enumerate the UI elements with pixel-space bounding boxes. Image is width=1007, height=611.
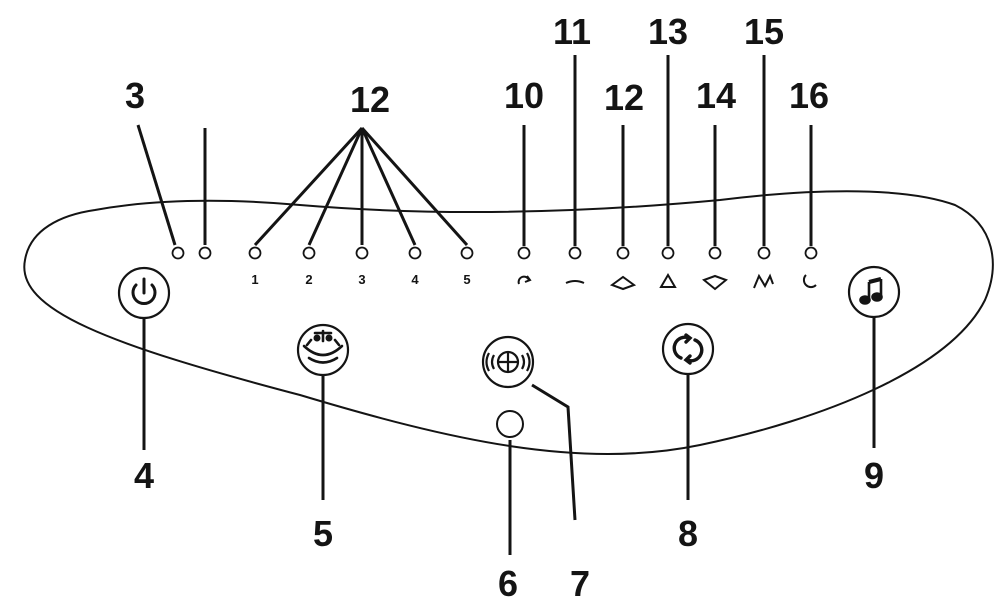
wave-peak-icon xyxy=(702,274,728,291)
callout-8: 8 xyxy=(678,513,698,554)
speed-label-1: 1 xyxy=(251,272,258,287)
music-note-icon xyxy=(859,277,883,305)
callout-5: 5 xyxy=(313,513,333,554)
led-3b xyxy=(198,246,212,260)
massage-mode-icon xyxy=(302,329,344,364)
callout-10: 10 xyxy=(504,75,544,116)
callout-3: 3 xyxy=(125,75,145,116)
swirl-button[interactable] xyxy=(661,322,715,376)
led-3a xyxy=(171,246,185,260)
callout-15: 15 xyxy=(744,11,784,52)
power-icon xyxy=(131,277,157,305)
moon-icon xyxy=(802,274,817,289)
led-15 xyxy=(757,246,771,260)
speed-label-4: 4 xyxy=(411,272,419,287)
panel-outline xyxy=(23,190,994,456)
music-button[interactable] xyxy=(847,265,901,319)
callout-7: 7 xyxy=(570,563,590,604)
led-speed-1 xyxy=(248,246,262,260)
led-10 xyxy=(517,246,531,260)
flat-wave-icon xyxy=(565,280,585,284)
speed-label-2: 2 xyxy=(305,272,312,287)
leader-12-2 xyxy=(307,127,364,246)
pulse-wave-icon xyxy=(753,273,774,289)
leader-7 xyxy=(531,383,577,521)
speed-label-5: 5 xyxy=(463,272,470,287)
callout-numbers: 3 12 10 11 12 13 14 15 16 4 5 6 7 8 9 xyxy=(125,11,884,604)
power-button[interactable] xyxy=(117,266,171,320)
callout-9: 9 xyxy=(864,455,884,496)
callout-13: 13 xyxy=(648,11,688,52)
callout-6: 6 xyxy=(498,563,518,604)
leader-3 xyxy=(136,124,177,246)
callout-14: 14 xyxy=(696,75,736,116)
status-indicator-light xyxy=(496,410,524,438)
swirl-icon xyxy=(672,333,704,365)
indicator-leds xyxy=(171,246,818,260)
wave-diamond-icon xyxy=(609,275,637,291)
led-speed-3 xyxy=(355,246,369,260)
led-14 xyxy=(708,246,722,260)
mode-symbols xyxy=(517,273,817,291)
led-16 xyxy=(804,246,818,260)
vibration-button[interactable] xyxy=(481,335,535,389)
leader-12-5 xyxy=(360,126,469,247)
callout-11: 11 xyxy=(553,11,591,52)
leader-12-1 xyxy=(253,126,364,247)
callout-16: 16 xyxy=(789,75,829,116)
triangle-icon xyxy=(659,273,677,288)
led-speed-5 xyxy=(460,246,474,260)
speed-scale: 1 2 3 4 5 xyxy=(251,272,470,287)
led-12b xyxy=(616,246,630,260)
cycle-icon xyxy=(517,275,532,285)
led-speed-4 xyxy=(408,246,422,260)
callout-12-mode: 12 xyxy=(604,77,644,118)
led-13 xyxy=(661,246,675,260)
leader-12-4 xyxy=(360,127,417,246)
speed-label-3: 3 xyxy=(358,272,365,287)
led-speed-2 xyxy=(302,246,316,260)
massage-mode-button[interactable] xyxy=(296,323,350,377)
callout-12-speed: 12 xyxy=(350,79,390,120)
leader-lines xyxy=(136,55,876,555)
callout-4: 4 xyxy=(134,455,154,496)
vibration-icon xyxy=(485,350,531,374)
led-11 xyxy=(568,246,582,260)
